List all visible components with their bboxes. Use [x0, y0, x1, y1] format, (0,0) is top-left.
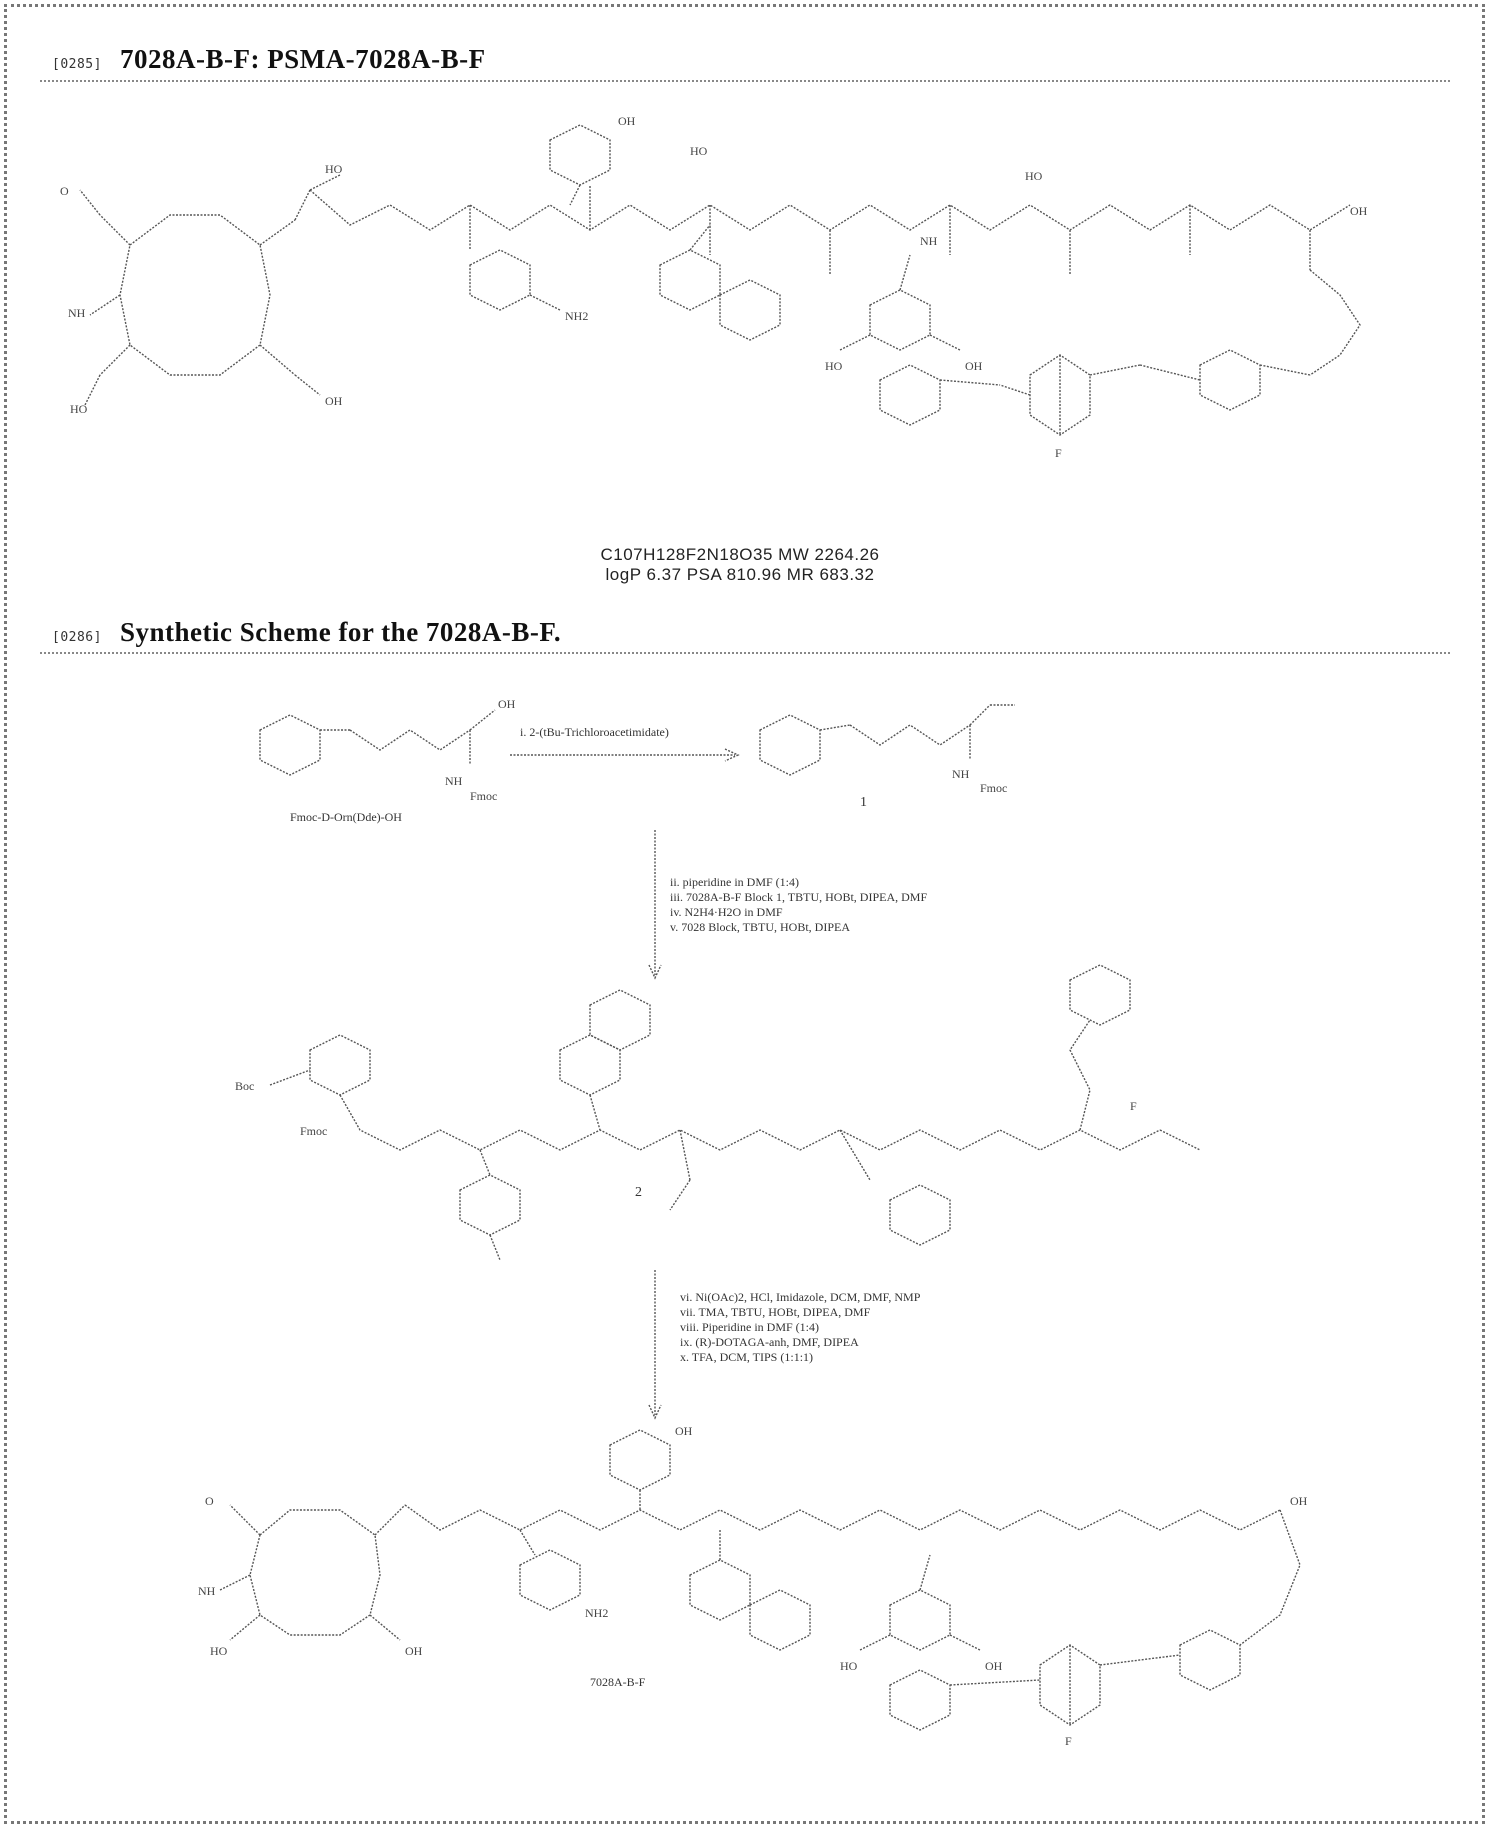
svg-text:NH2: NH2: [585, 1606, 608, 1620]
svg-text:HO: HO: [70, 402, 88, 416]
svg-text:OH: OH: [675, 1424, 693, 1438]
final-product-label: 7028A-B-F: [590, 1675, 645, 1690]
compound-1-label: 1: [860, 795, 867, 811]
reagents-steps-2-5: ii. piperidine in DMF (1:4) iii. 7028A-B…: [670, 875, 927, 935]
svg-text:HO: HO: [840, 1659, 858, 1673]
reagent-step-vii: vii. TMA, TBTU, HOBt, DIPEA, DMF: [680, 1305, 920, 1320]
compound-2-label: 2: [635, 1185, 642, 1201]
svg-text:OH: OH: [1290, 1494, 1308, 1508]
paragraph-number: [0285]: [52, 57, 102, 72]
svg-text:F: F: [1065, 1734, 1072, 1748]
compound-1-structure: NH Fmoc: [740, 680, 1040, 810]
svg-text:F: F: [1130, 1099, 1137, 1113]
compound-title: 7028A-B-F: PSMA-7028A-B-F: [120, 44, 486, 75]
step1-reagent: i. 2-(tBu-Trichloroacetimidate): [520, 725, 669, 740]
svg-text:OH: OH: [618, 114, 636, 128]
svg-text:O: O: [205, 1494, 214, 1508]
svg-text:OH: OH: [985, 1659, 1003, 1673]
reagent-step-iii: iii. 7028A-B-F Block 1, TBTU, HOBt, DIPE…: [670, 890, 927, 905]
svg-text:OH: OH: [405, 1644, 423, 1658]
starting-material-structure: OH NH Fmoc: [240, 690, 540, 820]
reagent-step-viii: viii. Piperidine in DMF (1:4): [680, 1320, 920, 1335]
section-header-2: [0286] Synthetic Scheme for the 7028A-B-…: [52, 617, 561, 648]
svg-text:HO: HO: [1025, 169, 1043, 183]
svg-text:HO: HO: [325, 162, 343, 176]
reagent-step-x: x. TFA, DCM, TIPS (1:1:1): [680, 1350, 920, 1365]
svg-text:HO: HO: [210, 1644, 228, 1658]
compound-properties: C107H128F2N18O35 MW 2264.26 logP 6.37 PS…: [500, 545, 980, 585]
compound-2-structure: Boc Fmoc F: [210, 980, 1210, 1280]
compound-structure-drawing: O NH HO OH HO OH NH2 HO OH HO HO OH F NH: [40, 95, 1450, 535]
svg-text:Fmoc: Fmoc: [300, 1124, 327, 1138]
reaction-arrow-step1: [510, 745, 750, 765]
svg-text:NH: NH: [198, 1584, 216, 1598]
molecular-formula: C107H128F2N18O35 MW 2264.26: [500, 545, 980, 565]
reaction-arrow-steps-2-5: [645, 830, 665, 980]
svg-text:HO: HO: [690, 144, 708, 158]
svg-text:Boc: Boc: [235, 1079, 254, 1093]
svg-text:F: F: [1055, 446, 1062, 460]
reagent-step-ii: ii. piperidine in DMF (1:4): [670, 875, 927, 890]
svg-text:OH: OH: [965, 359, 983, 373]
starting-material-label: Fmoc-D-Orn(Dde)-OH: [290, 810, 402, 825]
reagent-step-v: v. 7028 Block, TBTU, HOBt, DIPEA: [670, 920, 927, 935]
section-header-1: [0285] 7028A-B-F: PSMA-7028A-B-F: [52, 44, 486, 75]
reaction-arrow-steps-6-10: [645, 1270, 665, 1420]
svg-text:HO: HO: [825, 359, 843, 373]
svg-text:OH: OH: [1350, 204, 1368, 218]
svg-text:NH: NH: [920, 234, 938, 248]
svg-text:NH: NH: [445, 774, 463, 788]
physicochemical-properties: logP 6.37 PSA 810.96 MR 683.32: [500, 565, 980, 585]
svg-text:Fmoc: Fmoc: [980, 781, 1007, 795]
reagents-steps-6-10: vi. Ni(OAc)2, HCl, Imidazole, DCM, DMF, …: [680, 1290, 920, 1365]
svg-text:NH2: NH2: [565, 309, 588, 323]
paragraph-number: [0286]: [52, 630, 102, 645]
reagent-step-iv: iv. N2H4·H2O in DMF: [670, 905, 927, 920]
svg-text:OH: OH: [498, 697, 516, 711]
scheme-title: Synthetic Scheme for the 7028A-B-F.: [120, 617, 561, 648]
svg-text:OH: OH: [325, 394, 343, 408]
reagent-step-vi: vi. Ni(OAc)2, HCl, Imidazole, DCM, DMF, …: [680, 1290, 920, 1305]
final-product-structure: O NH HO OH OH NH2 OH HO OH F: [190, 1425, 1330, 1755]
reagent-step-ix: ix. (R)-DOTAGA-anh, DMF, DIPEA: [680, 1335, 920, 1350]
svg-text:O: O: [60, 184, 69, 198]
header-rule-2: [40, 652, 1450, 654]
svg-text:Fmoc: Fmoc: [470, 789, 497, 803]
svg-text:NH: NH: [952, 767, 970, 781]
svg-text:NH: NH: [68, 306, 86, 320]
header-rule-1: [40, 80, 1450, 82]
